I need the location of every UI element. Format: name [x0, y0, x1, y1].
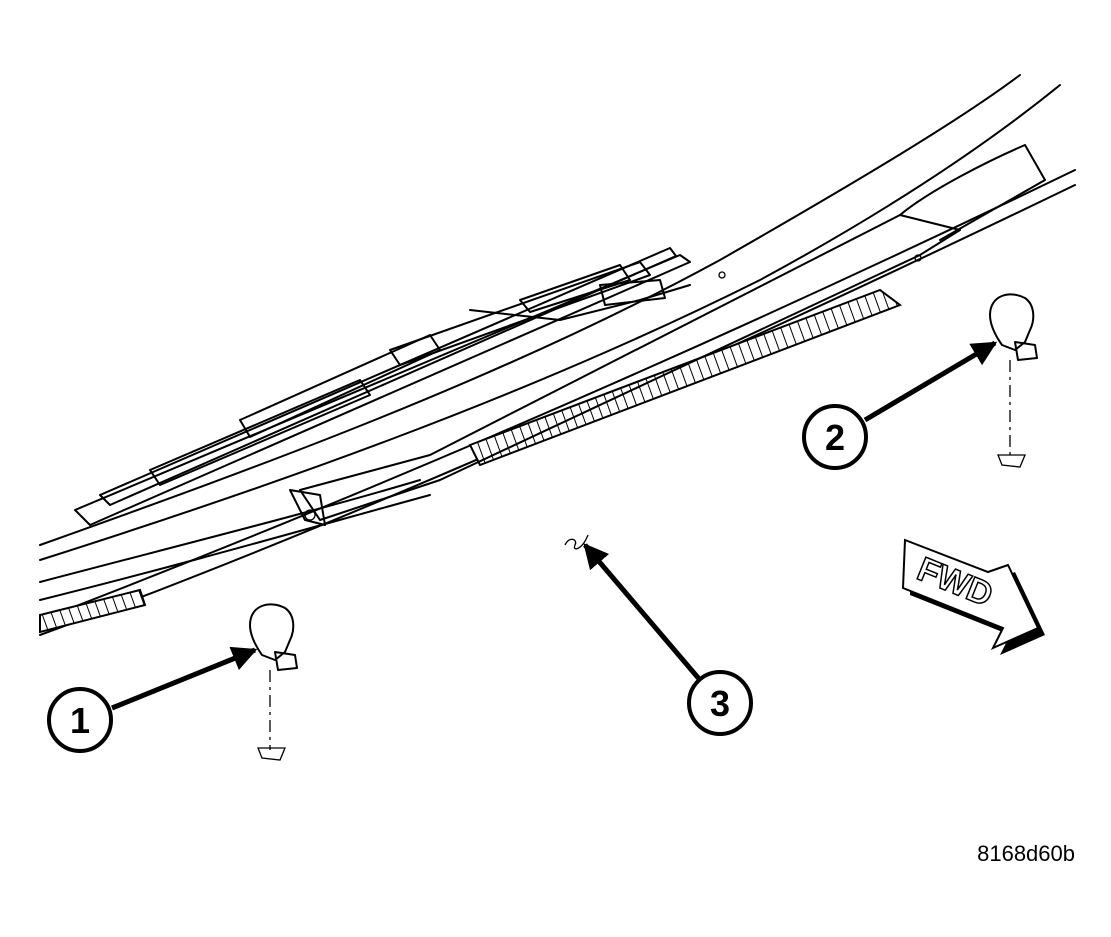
wiper-blade — [74, 247, 691, 526]
washer-nozzle-left — [249, 603, 298, 761]
cowl-vent-grille — [39, 288, 903, 634]
forward-direction-arrow: FWD — [901, 538, 1045, 655]
callout-1-label: 1 — [70, 700, 90, 741]
washer-hose — [564, 534, 589, 550]
figure-id: 8168d60b — [977, 841, 1075, 866]
wiper-arm-passenger — [289, 144, 1046, 526]
washer-nozzle-right — [989, 293, 1038, 468]
callout-2: 2 — [802, 404, 868, 470]
callout-1: 1 — [47, 687, 113, 753]
callout-2-label: 2 — [825, 417, 845, 458]
callout-3: 3 — [687, 670, 753, 736]
callout-arrows — [111, 340, 998, 711]
callout-3-label: 3 — [710, 683, 730, 724]
